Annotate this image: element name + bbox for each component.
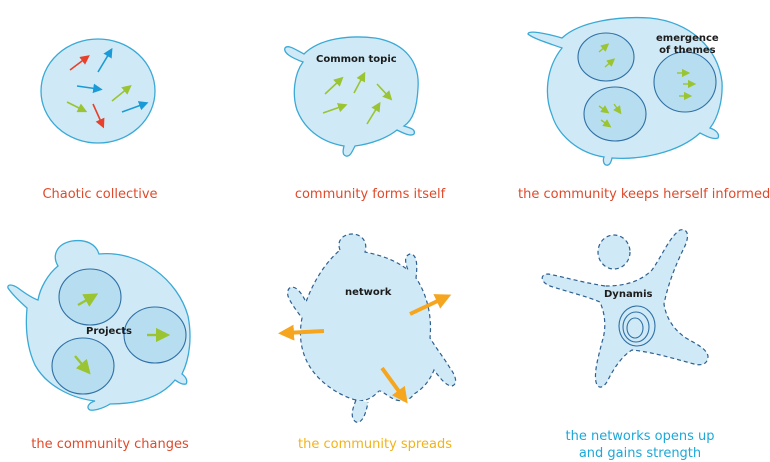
arrow-green [600,119,612,128]
theme-group [583,86,647,142]
caption-community-spreads: the community spreads [298,437,452,452]
caption-line: and gains strength [578,446,702,461]
arrow-green [74,355,91,375]
arrow-green [366,101,381,125]
label-emergence-of-themes: emergence of themes [656,33,719,57]
label-projects: Projects [86,326,133,337]
arrow-green [613,103,622,115]
panel-community-spreads [278,233,457,423]
panel-community-changes [7,239,191,411]
network-blob [287,233,457,419]
arrow-green [598,43,610,53]
panel-networks-open-up [541,229,709,388]
arrow-orange [409,294,452,316]
arrow-green [324,76,344,95]
label-network: network [345,287,392,298]
core-ring [618,305,656,347]
label-dynamis: Dynamis [604,289,653,300]
arrow-green [322,103,348,114]
arrow-blue [121,101,149,113]
arrow-orange [278,324,325,341]
dynamis-star-blob [541,229,709,388]
theme-group [577,32,635,82]
community-blob [284,36,419,157]
label-line: emergence [656,33,719,44]
arrow-red [92,103,105,129]
caption-networks-open-up: the networks opens up and gains strength [540,428,740,462]
label-common-topic: Common topic [316,54,397,65]
theme-group [653,51,717,113]
arrow-green [353,71,366,94]
arrow-green [77,293,99,307]
caption-community-changes: the community changes [31,437,189,452]
collective-blob [40,38,156,144]
arrow-green [111,84,132,102]
panel-community-informed [527,16,723,166]
caption-community-forms-itself: community forms itself [294,187,446,202]
core-ring [622,311,650,343]
caption-community-informed: the community keeps herself informed [518,187,770,202]
arrow-green [376,83,393,101]
core-ring [626,317,644,339]
caption-chaotic-collective: Chaotic collective [42,187,158,202]
caption-line: the networks opens up [565,429,715,444]
arrow-green [598,105,610,114]
network-tentacle [351,399,369,423]
label-line: of themes [659,45,716,56]
arrow-blue [76,83,103,94]
arrow-orange [380,366,408,404]
panel-chaotic-collective [40,38,156,144]
network-node [597,234,631,270]
panel-community-forms-itself [284,36,419,157]
arrow-green [604,58,616,68]
arrow-red [69,55,90,71]
arrow-blue [97,47,113,73]
arrow-green [66,101,88,113]
